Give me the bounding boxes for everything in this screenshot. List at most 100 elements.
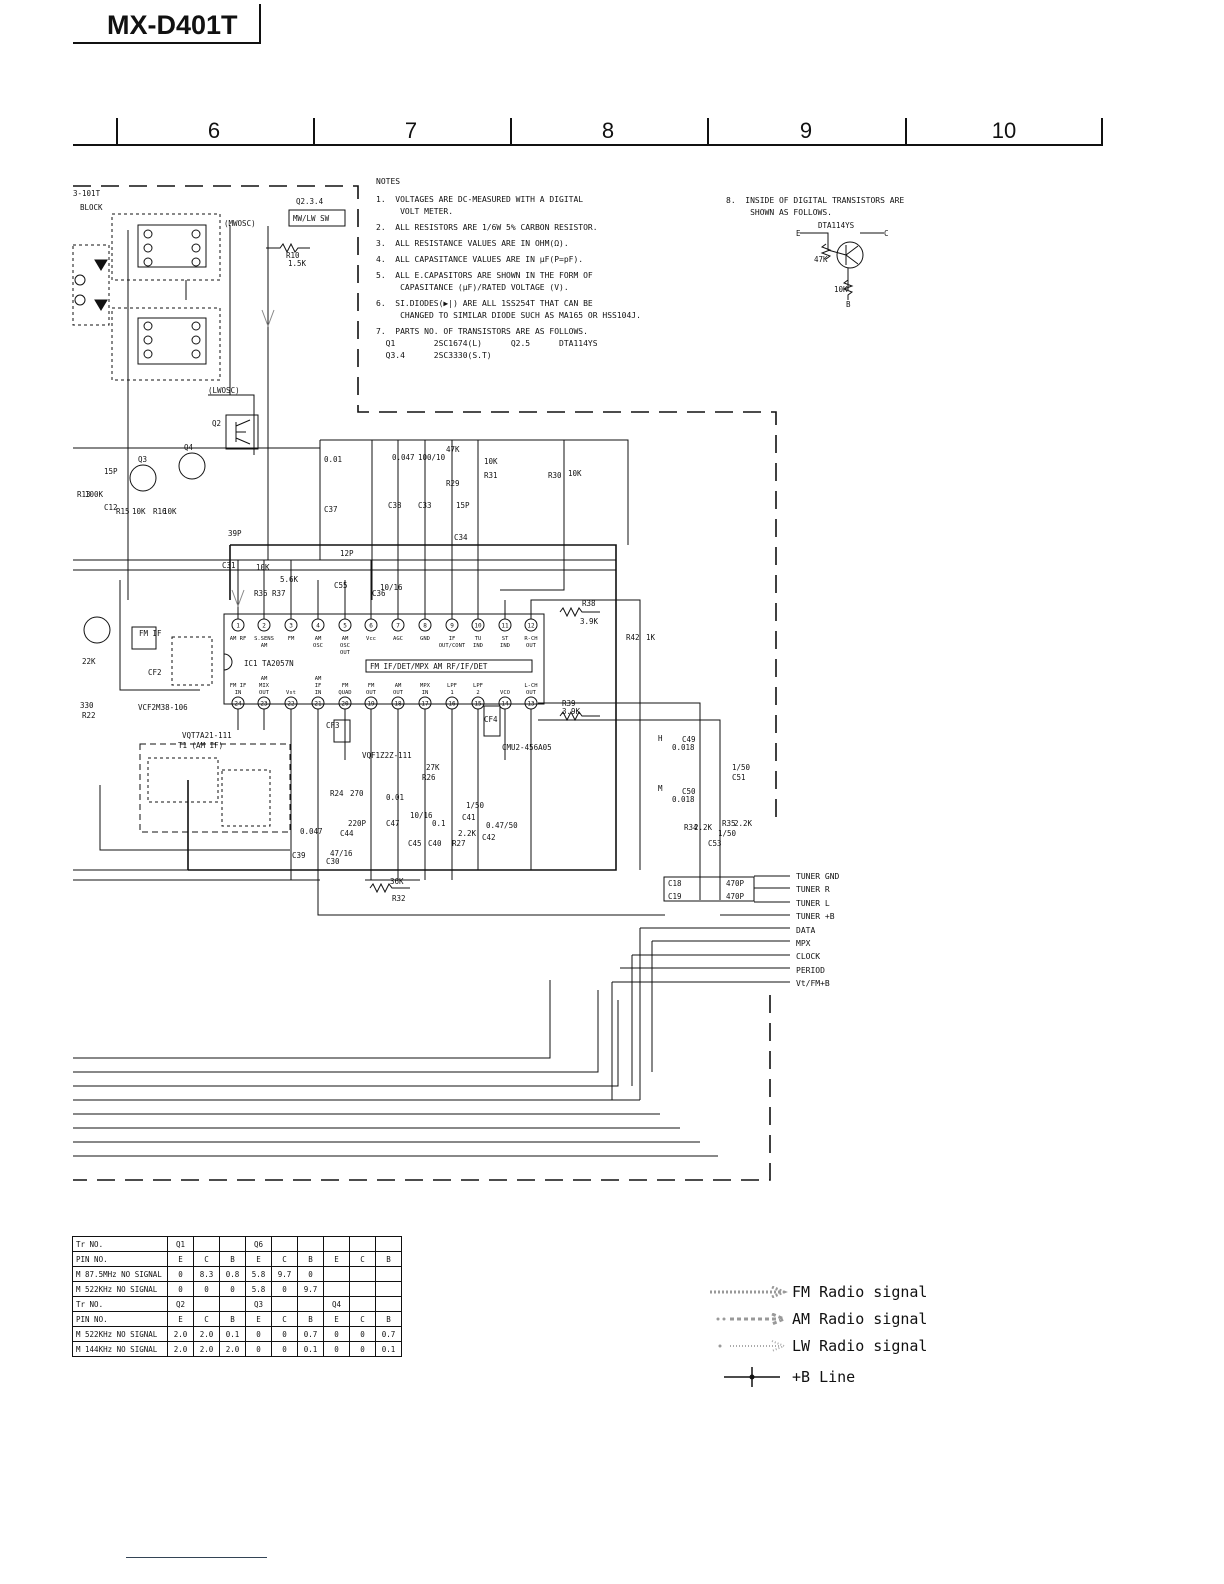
note-item: 1. VOLTAGES ARE DC-MEASURED WITH A DIGIT… <box>376 195 584 216</box>
table-cell <box>297 1296 324 1312</box>
c36-value: 10/16 <box>380 583 403 592</box>
r39-value: 3.9K <box>562 707 581 716</box>
bus-lines <box>73 869 718 1157</box>
ic1-pin-function: AM <box>395 683 402 689</box>
tuner-signal-label: PERIOD <box>796 965 825 975</box>
ic1-pin-function: OUT <box>526 643 537 649</box>
ic1-pin-function: OUT <box>259 690 270 696</box>
table-cell: 0.7 <box>297 1326 324 1342</box>
table-cell <box>323 1236 350 1252</box>
mw-osc-coil-box <box>111 213 221 281</box>
table-cell: 0.8 <box>219 1266 246 1282</box>
ruler-tick <box>313 118 315 146</box>
wiring <box>317 879 665 916</box>
ic1-pin-function: S.SENS <box>254 636 274 642</box>
ic1-pin-function: FM <box>342 683 349 689</box>
ic1-pin-number: 3 <box>289 623 293 630</box>
ic1-pin-function: LPF <box>447 683 457 689</box>
table-cell: 0 <box>349 1341 376 1357</box>
ic1-pin-number: 20 <box>341 701 349 708</box>
transistor-q1 <box>83 616 111 644</box>
note-item: 6. SI.DIODES(▶|) ARE ALL 1SS254T THAT CA… <box>376 299 641 320</box>
c47-label: C47 <box>386 819 400 828</box>
ic1-pin-function: IN <box>235 690 242 696</box>
table-cell: 0 <box>193 1281 220 1297</box>
mw-lw-switch-box <box>288 209 346 227</box>
mw-coil <box>137 224 207 268</box>
table-cell <box>323 1281 350 1297</box>
legend-row: LW Radio signal <box>710 1332 927 1359</box>
ic1-pin-number: 10 <box>474 623 482 630</box>
c12-value: 15P <box>104 467 118 476</box>
ic1-pin-function: OSC <box>313 643 323 649</box>
c53-label: C53 <box>708 839 722 848</box>
table-cell: E <box>167 1311 194 1327</box>
note-item: 4. ALL CAPASITANCE VALUES ARE IN µF(P=pF… <box>376 255 584 264</box>
t1-label: T1 (AM IF) <box>178 741 223 750</box>
ic1-pin-function: IND <box>473 643 483 649</box>
terminal <box>74 274 86 286</box>
c47-value: 0.01 <box>386 793 404 802</box>
ic1-pin-number: 18 <box>394 701 402 708</box>
ic1-pin-number: 24 <box>234 701 242 708</box>
table-cell: C <box>349 1311 376 1327</box>
table-cell: C <box>349 1251 376 1267</box>
ruler-baseline <box>73 144 1103 146</box>
c49-value: 0.018 <box>672 743 695 752</box>
r26-label: R26 <box>422 773 436 782</box>
table-cell <box>375 1266 402 1282</box>
table-cell <box>297 1236 324 1252</box>
ic1-pin-number: 1 <box>236 623 240 630</box>
legend-row: FM Radio signal <box>710 1278 927 1305</box>
ic1-pin-function: IND <box>500 643 510 649</box>
table-cell <box>349 1281 376 1297</box>
tuner-signal-label: Vt/FM+B <box>796 979 830 989</box>
ic1-pin-number: 13 <box>527 701 535 708</box>
resistor-r32 <box>369 882 410 894</box>
c31-label: C31 <box>222 561 236 570</box>
ic1-pin-function: FM IF <box>230 683 247 689</box>
c34-label: C34 <box>454 533 468 542</box>
transistor-q2 <box>235 419 251 445</box>
table-cell <box>349 1296 376 1312</box>
ic1-pin-function: R-CH <box>524 636 537 642</box>
table-cell: Q6 <box>245 1236 272 1252</box>
fm-if-box <box>131 626 157 650</box>
vcf-label: VCF2M38-106 <box>138 703 188 712</box>
c33-label: C33 <box>418 501 432 510</box>
vqt-label: VQT7A21-111 <box>182 731 232 740</box>
ruler-column-8: 8 <box>601 118 615 143</box>
ic1-pin-number: 2 <box>262 623 266 630</box>
table-cell: 0 <box>349 1326 376 1342</box>
r30-value: 10K <box>568 469 582 478</box>
table-cell: M 522KHz NO SIGNAL <box>72 1281 168 1297</box>
ic1-pin-function: FM <box>288 636 295 642</box>
bus-lines <box>611 928 653 1100</box>
c37-value: 0.01 <box>324 455 342 464</box>
c18-c19-block <box>663 876 755 902</box>
table-cell: E <box>245 1311 272 1327</box>
mw-lw-switch-label: MW/LW SW <box>293 214 330 223</box>
table-cell: 0 <box>271 1281 298 1297</box>
table-cell: Q1 <box>167 1236 194 1252</box>
table-cell: 0 <box>271 1341 298 1357</box>
legend-label: LW Radio signal <box>792 1336 928 1355</box>
table-cell: E <box>323 1311 350 1327</box>
table-cell: C <box>271 1311 298 1327</box>
c53-value: 1/50 <box>718 829 737 838</box>
wiring <box>538 702 721 900</box>
dt-c: C <box>884 229 889 238</box>
cf2-filter-box <box>171 636 213 686</box>
table-cell: B <box>219 1251 246 1267</box>
tuner-signal-label: TUNER GND <box>796 872 840 881</box>
q3-label: Q3 <box>138 455 147 464</box>
r32-value: 36K <box>390 877 404 886</box>
grid-ruler: 6 7 8 9 10 <box>73 118 1103 146</box>
r35-value: 2.2K <box>734 819 753 828</box>
ic1-pin-number: 11 <box>501 623 509 630</box>
table-cell <box>375 1281 402 1297</box>
fm-signal-arrow-icon <box>710 1285 788 1298</box>
t1-transformer-box <box>147 757 219 803</box>
